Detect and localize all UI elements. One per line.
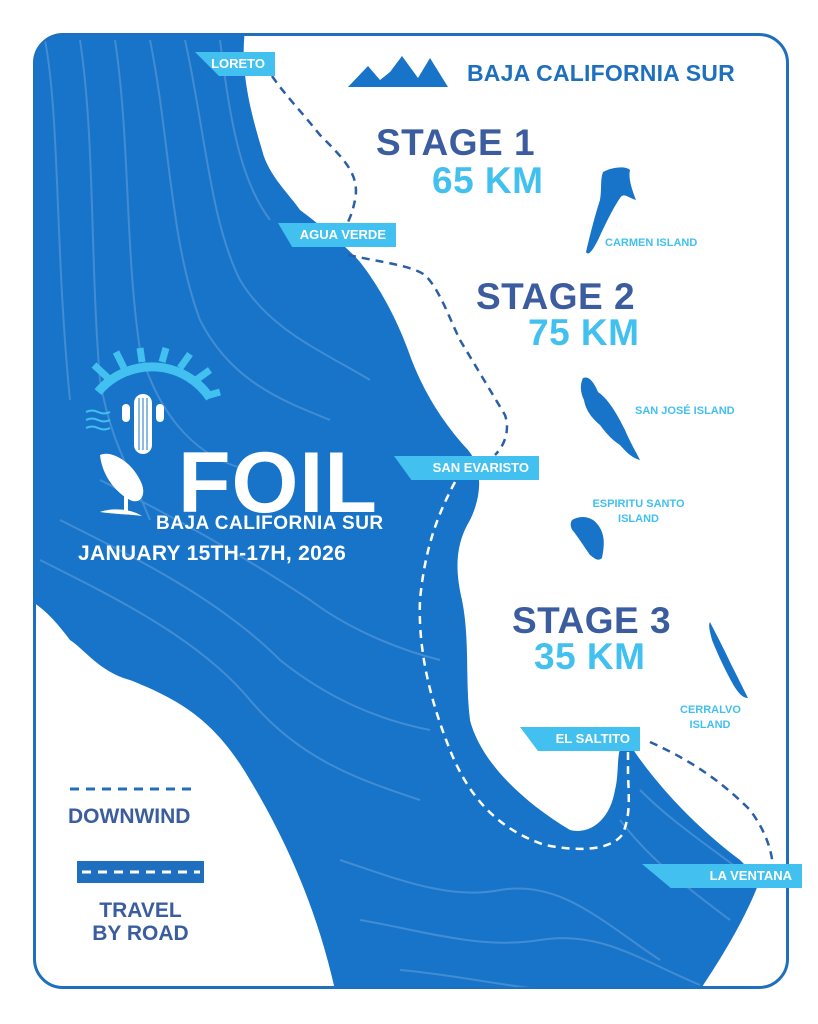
logo-title: FOIL — [178, 435, 378, 531]
stage-2-title: STAGE 2 — [476, 276, 636, 317]
island-label-cerralvo: CERRALVO ISLAND — [680, 704, 741, 731]
island-label-carmen: CARMEN ISLAND — [605, 237, 698, 249]
island-label-san-jose: SAN JOSÉ ISLAND — [635, 405, 735, 417]
location-tag-la-ventana: LA VENTANA — [642, 864, 802, 888]
legend-road-bar — [77, 861, 204, 883]
cerralvo-island — [709, 622, 748, 698]
san-jose-island — [580, 377, 640, 460]
stage-3-distance: 35 KM — [534, 636, 646, 677]
stage-1-title: STAGE 1 — [376, 122, 536, 163]
stage-2-distance: 75 KM — [528, 312, 640, 353]
sun-icon — [94, 362, 214, 401]
header: BAJA CALIFORNIA SUR — [455, 60, 735, 87]
event-dates: JANUARY 15TH-17H, 2026 — [78, 542, 347, 565]
land-mass — [35, 35, 760, 987]
carmen-island — [586, 167, 636, 254]
location-tag-agua-verde: AGUA VERDE — [278, 223, 396, 247]
legend-road-label: TRAVEL BY ROAD — [92, 899, 189, 945]
stage-1-distance: 65 KM — [432, 160, 544, 201]
logo-subtitle: BAJA CALIFORNIA SUR — [156, 513, 384, 534]
legend-downwind-label: DOWNWIND — [68, 805, 191, 828]
stage-3-title: STAGE 3 — [512, 600, 672, 641]
downwind-route — [270, 75, 775, 869]
location-tag-san-evaristo: SAN EVARISTO — [394, 456, 539, 480]
espiritu-santo-island — [570, 517, 604, 560]
header-title: BAJA CALIFORNIA SUR — [467, 60, 735, 86]
location-tag-el-saltito: EL SALTITO — [520, 727, 640, 751]
mountains-icon — [348, 56, 448, 87]
island-label-espiritu-santo: ESPIRITU SANTO ISLAND — [592, 498, 685, 525]
